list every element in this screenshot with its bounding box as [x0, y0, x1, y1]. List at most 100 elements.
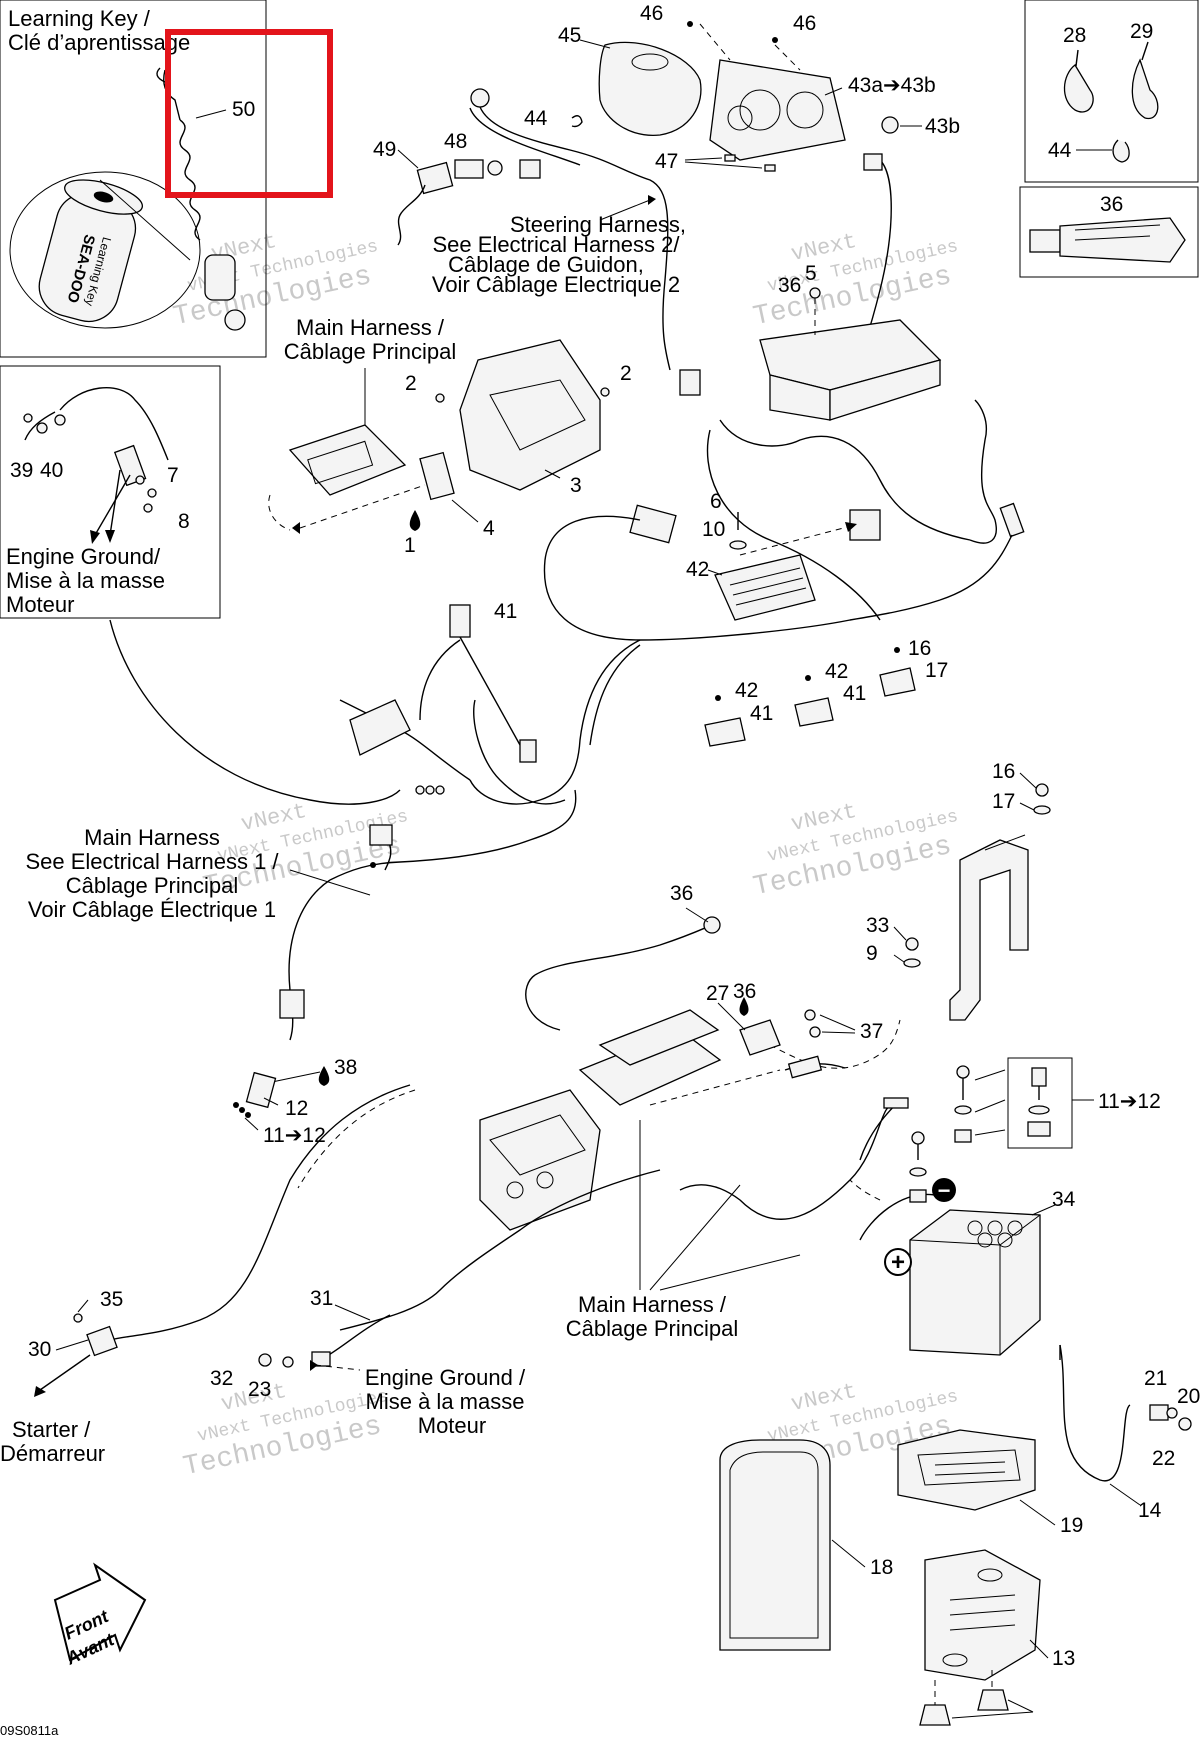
callout-40: 40	[40, 459, 63, 482]
diagram-label: Main Harness /	[578, 1292, 727, 1317]
callout-7: 6	[710, 490, 722, 513]
callout-39: 7	[167, 464, 179, 487]
callout-34: 35	[100, 1288, 123, 1311]
callout-36: 36	[733, 980, 756, 1003]
engine-ground-label-moteur: Moteur	[6, 592, 74, 617]
callout-12: 11➔12	[1098, 1090, 1161, 1113]
diagram-label: See Electrical Harness 2/	[433, 232, 681, 257]
callout-2: 2	[405, 372, 417, 395]
callout-29: 29	[1130, 20, 1153, 43]
ecm-module: 5 36	[679, 262, 1025, 621]
main-harness-top-label: Main Harness / Câblage Principal	[284, 315, 456, 440]
switch-49	[416, 161, 454, 195]
grease-tube: 36	[1029, 193, 1186, 263]
callout-30: 31	[310, 1287, 333, 1310]
callout-46: 46	[793, 12, 816, 35]
plus-sign: +	[891, 1249, 905, 1276]
callout-19: 18	[870, 1556, 893, 1579]
steering-harness: 44 49 48	[373, 88, 892, 381]
fuse-box-assembly: 3 2 2 4 1	[268, 339, 632, 557]
callout-41: 17	[925, 659, 948, 682]
callout-6: 42	[686, 558, 709, 581]
diagram-label: Câblage de Guidon,	[448, 252, 644, 277]
callout-36: 38	[334, 1056, 357, 1079]
gauge-display	[709, 59, 846, 161]
engine-ground-inset-contents: 39 40 7 8 Engine Ground/ Mise à la masse…	[6, 386, 190, 617]
callout-16: 33	[866, 914, 889, 937]
highlight-box	[165, 29, 333, 198]
gauge-cluster: 46 46 45 43a➔43b 43b 47	[558, 2, 960, 173]
fuse-box	[288, 424, 407, 496]
callout-27: 37	[860, 1020, 883, 1043]
callout-42: 42	[825, 660, 848, 683]
connector-10	[449, 604, 471, 638]
learning-key-title-fr: Clé d’aprentissage	[8, 30, 190, 55]
coil-cord	[179, 119, 201, 241]
starter-label: Starter /	[12, 1417, 91, 1442]
callout-3: 5	[805, 262, 817, 285]
battery-tray: 19	[897, 1429, 1083, 1537]
battery-base: 13	[919, 1549, 1075, 1726]
callout-28: 28	[1063, 24, 1086, 47]
callout-22: 14	[1138, 1499, 1162, 1522]
battery-cover: 18	[719, 1439, 893, 1651]
clips: 42 41 42 41 16 17	[704, 637, 948, 747]
starter-solenoid-area: 36 27 36 37	[479, 882, 901, 1231]
starter-cable: 35 30 Starter / Démarreur 31 32 23 Engin…	[0, 1084, 661, 1466]
callout-49: 49	[373, 138, 396, 161]
callout-16: 16	[992, 760, 1015, 783]
grease-inset	[1019, 186, 1199, 278]
callout-37: 12	[285, 1097, 308, 1120]
callout-44: 44	[1048, 139, 1072, 162]
callout-40: 8	[178, 510, 190, 533]
figure-code: 09S0811a	[0, 1723, 59, 1738]
callout-45: 45	[558, 24, 581, 47]
callout-9: 27	[706, 982, 729, 1005]
bracket-1	[459, 339, 601, 491]
callout-46: 46	[640, 2, 663, 25]
engine-ground-bottom-label: Engine Ground /	[365, 1365, 526, 1390]
engine-ground-bottom-label-fr: Mise à la masse	[366, 1389, 525, 1414]
cable-ties: 28 29 44	[1048, 20, 1159, 163]
learning-key-title: Learning Key /	[8, 6, 151, 31]
diagram-label: Steering Harness,	[510, 212, 686, 237]
steering-harness-label: Steering Harness, See Electrical Harness…	[432, 195, 686, 297]
callout-39: 39	[10, 459, 33, 482]
engine-ground-label: Engine Ground/	[6, 544, 161, 569]
learning-key-illustration: Learning Key / Clé d’aprentissage SEA-DO…	[8, 6, 255, 331]
callout-11-12: 34	[1052, 1188, 1076, 1211]
starter-label-fr: Démarreur	[0, 1441, 105, 1466]
learning-key-inset	[0, 0, 267, 358]
key-cap	[204, 254, 236, 301]
front-arrow-icon: Front Avant	[53, 1562, 147, 1669]
diagram-label: Main Harness	[84, 825, 220, 850]
callout-47: 47	[655, 150, 678, 173]
callout-21: 20	[1177, 1385, 1200, 1408]
callout-36: 1	[404, 534, 416, 557]
battery: − + 34	[884, 1178, 1131, 1482]
engine-ground-label-fr: Mise à la masse	[6, 568, 165, 593]
minus-terminal-icon	[932, 1178, 956, 1202]
fasteners-12: 11➔12	[1027, 1067, 1161, 1137]
callout-17: 17	[992, 790, 1015, 813]
callout-1: 3	[570, 474, 582, 497]
callout-41: 41	[750, 702, 773, 725]
callout-8: 10	[702, 518, 725, 541]
callout-48: 48	[444, 130, 467, 153]
diagram-label: Voir Câblage Électrique 1	[28, 897, 276, 922]
cable-ties-inset	[1024, 0, 1199, 183]
engine-ground-bottom-label-moteur: Moteur	[418, 1413, 486, 1438]
callout-43a-43b: 43a➔43b	[848, 74, 936, 97]
callout-2: 2	[620, 362, 632, 385]
voltage-regulator: 42 6 10	[629, 490, 857, 621]
battery-cables	[679, 1065, 1006, 1241]
engine-ground-inset	[0, 365, 221, 619]
callout-14: 19	[1060, 1514, 1083, 1537]
callout-42: 16	[908, 637, 931, 660]
key-detail-circle	[9, 171, 201, 329]
callout-33: 36	[670, 882, 693, 905]
callout-44: 44	[524, 107, 548, 130]
callout-18: 13	[1052, 1647, 1075, 1670]
main-harness-bottom-label: Main Harness / Câblage Principal	[566, 1120, 801, 1341]
